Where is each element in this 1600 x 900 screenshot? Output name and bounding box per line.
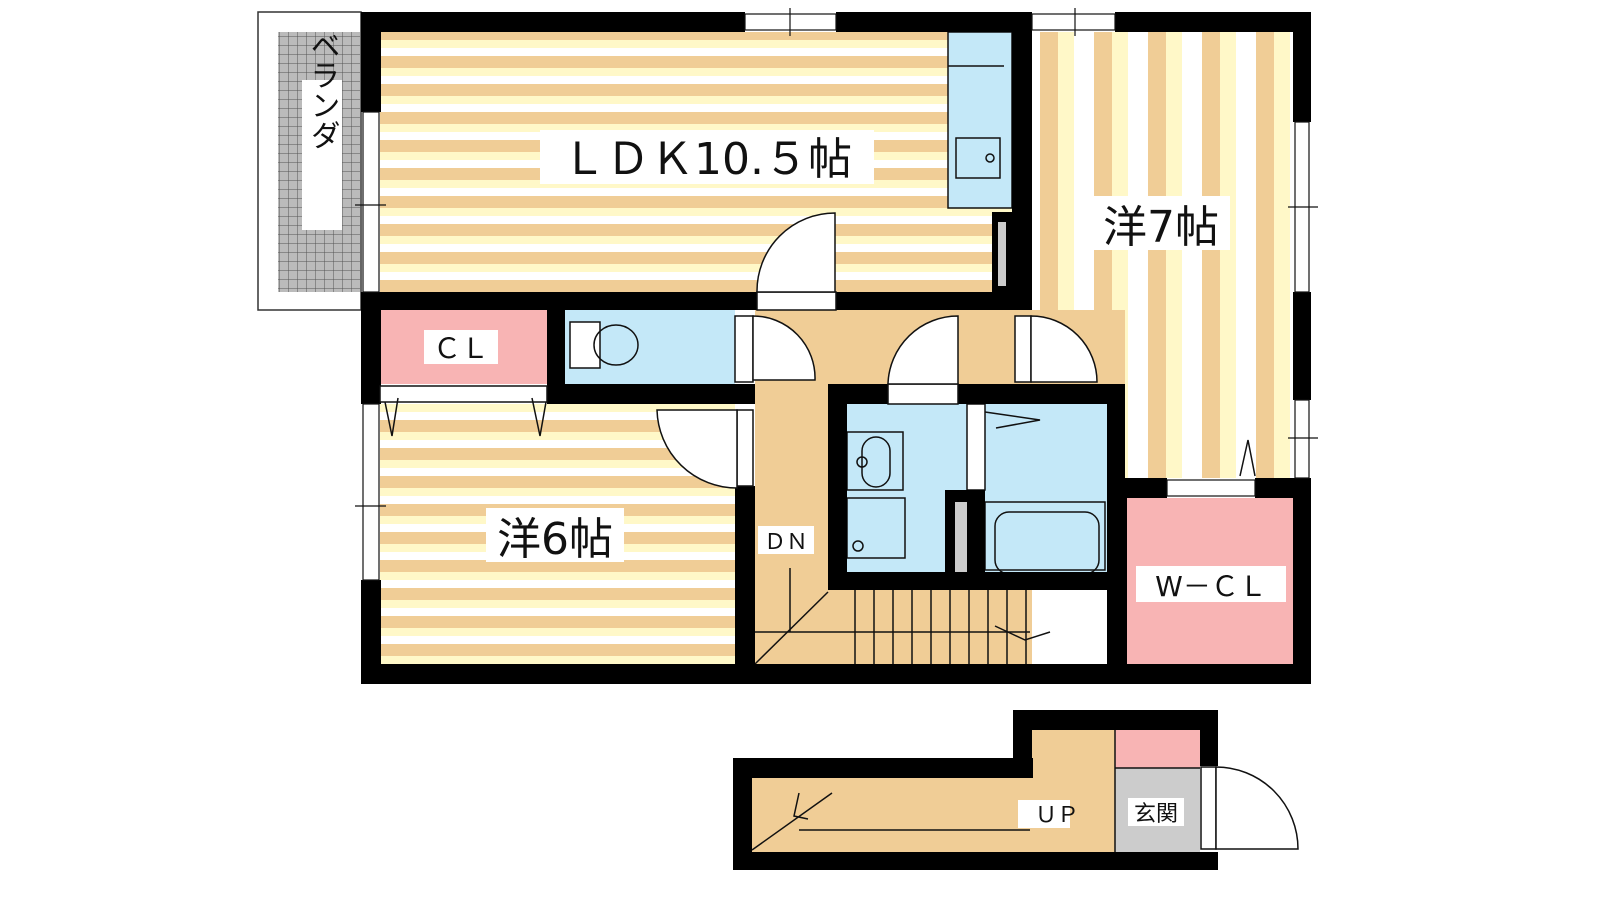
toilet-icon xyxy=(569,321,601,369)
stairs-up-label: ＵＰ xyxy=(1035,803,1079,828)
doors xyxy=(379,212,1256,489)
veranda-label: ベランダ xyxy=(305,30,340,150)
stairs-down-label: ＤＮ xyxy=(764,530,808,555)
wcl-label: W－ＣＬ xyxy=(1155,570,1267,603)
kitchen-counter xyxy=(947,31,1013,209)
ldk-label: ＬＤＫ10.５帖 xyxy=(562,134,852,185)
western6-label: 洋6帖 xyxy=(497,514,613,565)
room-labels: ＬＤＫ10.５帖 洋7帖 洋6帖 ＣＬ W－ＣＬ ベランダ ＤＮ ＵＰ 玄関 xyxy=(305,30,1286,828)
entrance-label: 玄関 xyxy=(1134,802,1178,827)
lower-floor xyxy=(733,710,1299,870)
windows xyxy=(355,8,1318,581)
western7-label: 洋7帖 xyxy=(1103,202,1219,253)
walls xyxy=(361,12,1311,684)
closet-label: ＣＬ xyxy=(433,332,489,365)
veranda xyxy=(257,11,362,311)
